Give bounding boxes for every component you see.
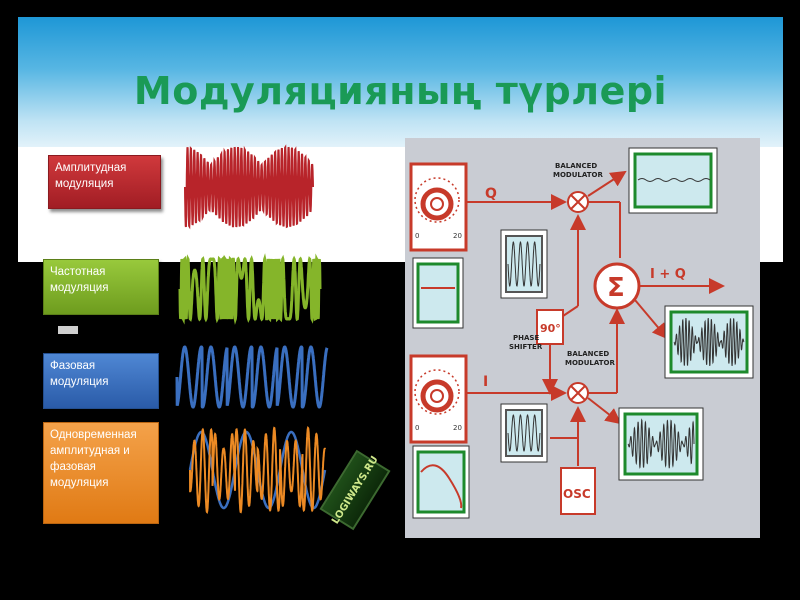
i-label: I xyxy=(483,374,488,390)
fm-waveform xyxy=(178,253,322,325)
apm-wave-path xyxy=(189,426,326,514)
summer-icon: Σ xyxy=(593,262,641,310)
mid-top-scope-trace xyxy=(507,241,541,287)
slide-title: Модуляцияның түрлері xyxy=(133,69,668,113)
bottom-left-scope xyxy=(412,445,470,519)
bottom-mixer-icon xyxy=(567,382,589,404)
i-generator: 0 20 xyxy=(409,354,468,444)
top-mod-to-screen xyxy=(587,170,627,197)
bottom-right-scope-trace xyxy=(627,418,695,469)
logo-text: LOGIWAYS.RU xyxy=(329,454,381,526)
bottom-mod-to-scope xyxy=(587,397,622,425)
q-generator: 0 20 xyxy=(409,162,468,252)
am-label: Амплитудная модуляция xyxy=(55,162,127,190)
am-label-box: Амплитудная модуляция xyxy=(48,155,161,209)
fm-label: Частотная модуляция xyxy=(50,266,109,294)
left-scope xyxy=(412,257,464,329)
top-right-scope xyxy=(628,147,718,214)
i-dial-icon xyxy=(414,369,460,415)
mid-bottom-scope-trace xyxy=(507,414,541,452)
logiways-logo: LOGIWAYS.RU xyxy=(319,449,391,531)
sum-symbol: Σ xyxy=(607,273,625,303)
i-dial-min: 0 xyxy=(415,424,419,432)
slide-header: Модуляцияның түрлері xyxy=(18,17,783,147)
q-dial-max: 20 xyxy=(453,232,462,240)
pm-label: Фазовая модуляция xyxy=(50,360,109,388)
phase-value: 90° xyxy=(540,322,561,335)
q-dial-icon xyxy=(414,177,460,223)
fm-wave-path xyxy=(178,253,322,325)
q-label: Q xyxy=(485,186,497,202)
am-wave-path xyxy=(184,144,314,230)
pm-label-box: Фазовая модуляция xyxy=(43,353,159,409)
osc-box xyxy=(560,467,596,515)
pm-waveform xyxy=(175,345,329,409)
osc-label: OSC xyxy=(563,487,591,501)
fm-label-box: Частотная модуляция xyxy=(43,259,159,315)
phase-shifter-box xyxy=(536,309,564,345)
mid-bottom-scope xyxy=(500,403,548,463)
pm-wave-path xyxy=(175,345,329,409)
apm-label-box: Одновременная амплитудная и фазовая моду… xyxy=(43,422,159,524)
bottom-right-scope xyxy=(618,407,704,481)
i-dial-max: 20 xyxy=(453,424,462,432)
top-mixer-icon xyxy=(567,191,589,213)
right-mid-scope xyxy=(664,305,754,379)
output-label: I + Q xyxy=(650,267,686,282)
shifter-link xyxy=(562,305,579,317)
right-mid-scope-trace xyxy=(673,318,745,366)
apm-label: Одновременная амплитудная и фазовая моду… xyxy=(50,429,137,489)
bottom-left-scope-trace xyxy=(420,464,463,509)
summer-to-right-scope xyxy=(634,299,669,340)
mid-top-scope xyxy=(500,229,548,299)
q-dial-min: 0 xyxy=(415,232,419,240)
top-right-scope-trace xyxy=(637,178,711,182)
am-waveform xyxy=(184,144,314,230)
apm-waveform xyxy=(188,426,327,514)
small-tag xyxy=(58,326,78,334)
